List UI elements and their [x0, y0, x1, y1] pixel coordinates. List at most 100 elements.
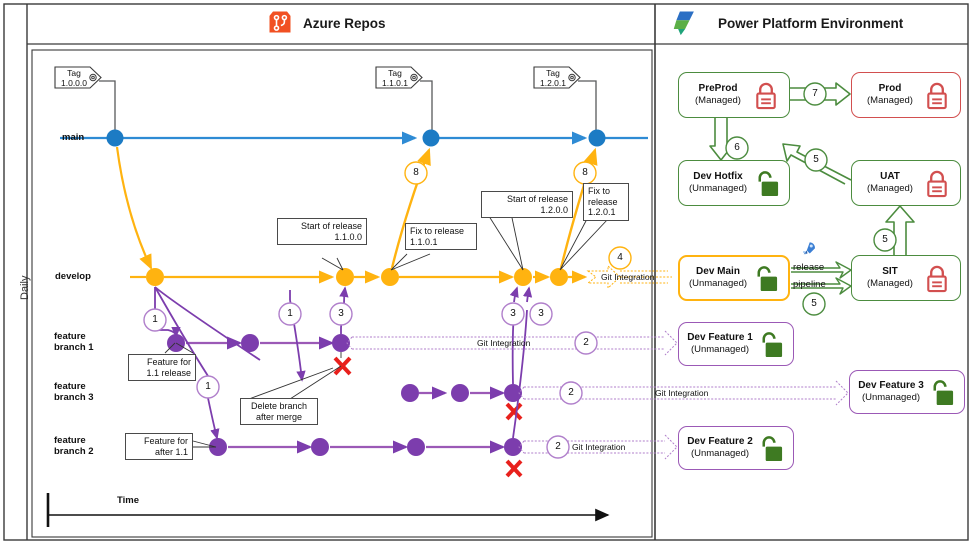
step-feature2-git-integration: 2: [555, 441, 561, 452]
develop-commit-node: [146, 268, 164, 286]
callout-fix-release-1201: Fix to release 1.2.0.1: [583, 183, 629, 221]
callout-feature-for-11-release: Feature for 1.1 release: [128, 354, 196, 382]
env-box-dev-feature-2[interactable]: Dev Feature 2(Unmanaged): [678, 426, 794, 470]
env-lock: [922, 81, 952, 110]
azure-repos-icon: [266, 8, 294, 36]
rocket-icon: [800, 240, 818, 258]
env-text: PreProd(Managed): [679, 83, 751, 107]
feature2-commit-node: [311, 438, 329, 456]
branch-label-feature3-line2: branch 3: [54, 392, 94, 404]
git-integration-label-feature3: Git Integration: [655, 388, 709, 398]
develop-release-1100-node: [336, 268, 354, 286]
locked-lock-icon: [927, 82, 947, 109]
callout-start-release-1200: Start of release 1.2.0.0: [481, 191, 573, 219]
git-integration-label-feature2: Git Integration: [572, 442, 626, 452]
release-pipeline-line1: release: [793, 262, 825, 273]
branch-label-feature2-line2: branch 2: [54, 446, 94, 458]
axis-label-time: Time: [117, 495, 140, 506]
env-name: Prod: [878, 82, 902, 94]
step-feature3-to-develop: 3: [510, 308, 516, 319]
env-text: Dev Feature 1(Unmanaged): [679, 332, 755, 356]
tag-1-2-0-1: Tag 1.2.0.1: [534, 66, 572, 88]
env-lock: [755, 434, 785, 463]
callout-line1: Start of release: [300, 221, 362, 231]
env-state: (Managed): [867, 278, 913, 290]
feature2-commit-node: [209, 438, 227, 456]
feature3-commit-node: [401, 384, 419, 402]
env-state: (Managed): [867, 95, 913, 107]
env-name: Dev Hotfix: [693, 170, 743, 182]
branch-label-feature1-line1: feature: [54, 331, 86, 342]
callout-line1: Fix to: [588, 186, 611, 196]
step-feature2-to-develop: 3: [538, 308, 544, 319]
branch-label-feature2: feature branch 2: [54, 435, 94, 458]
callout-line1: Feature for: [146, 357, 191, 367]
env-lock: [751, 81, 781, 110]
branch-label-develop: develop: [55, 271, 91, 282]
callout-line2: after merge: [255, 411, 303, 422]
main-commit-node: [106, 129, 124, 147]
env-box-preprod[interactable]: PreProd(Managed): [678, 72, 790, 118]
branch-label-feature3: feature branch 3: [54, 381, 94, 404]
tag-1-0-0-0: Tag 1.0.0.0: [55, 66, 93, 88]
panel-title-power-platform: Power Platform Environment: [718, 16, 904, 31]
step-develop-to-main-a: 8: [413, 167, 419, 178]
callout-line1: Delete branch: [250, 401, 308, 411]
main-commit-node: [588, 129, 606, 147]
callout-line2: 1.1.0.0: [334, 231, 362, 242]
callout-start-release-1100: Start of release 1.1.0.0: [277, 218, 367, 246]
tag-label: Tag: [388, 68, 402, 78]
unlocked-lock-icon: [761, 435, 782, 461]
tag-label: Tag: [546, 68, 560, 78]
git-integration-label-feature1: Git Integration: [477, 338, 531, 348]
unlocked-lock-icon: [757, 170, 778, 196]
develop-fix-1201-node: [550, 268, 568, 286]
feature3-merge-node: [504, 384, 522, 402]
tag-value: 1.0.0.0: [61, 77, 87, 88]
develop-fix-1101-node: [381, 268, 399, 286]
env-name: Dev Feature 1: [687, 331, 753, 343]
callout-line2: 1.1.0.1: [410, 236, 438, 247]
env-box-dev-hotfix[interactable]: Dev Hotfix(Unmanaged): [678, 160, 790, 206]
git-integration-label-develop: Git Integration: [601, 272, 655, 282]
axis-label-daily: Daily: [19, 275, 31, 300]
env-state: (Unmanaged): [861, 392, 921, 404]
env-name: Dev Feature 2: [687, 435, 753, 447]
callout-delete-branch-after-merge: Delete branch after merge: [240, 398, 318, 426]
env-box-dev-main[interactable]: Dev Main(Unmanaged): [678, 255, 790, 301]
step-feature1-git-integration: 2: [583, 337, 589, 348]
env-state: (Unmanaged): [688, 278, 748, 290]
env-state: (Unmanaged): [690, 448, 750, 460]
env-lock: [926, 378, 956, 407]
tag-1-1-0-1: Tag 1.1.0.1: [376, 66, 414, 88]
release-pipeline-line2: pipeline: [793, 279, 826, 290]
step-develop-to-feature1: 1: [152, 314, 158, 325]
env-state: (Managed): [695, 95, 741, 107]
step-preprod-to-prod: 7: [812, 88, 818, 99]
env-box-sit[interactable]: SIT(Managed): [851, 255, 961, 301]
env-name: Dev Feature 3: [858, 379, 924, 391]
env-text: Dev Hotfix(Unmanaged): [679, 171, 751, 195]
env-box-prod[interactable]: Prod(Managed): [851, 72, 961, 118]
step-preprod-to-devhotfix: 6: [734, 142, 740, 153]
main-commit-node: [422, 129, 440, 147]
tag-value: 1.1.0.1: [382, 77, 408, 88]
env-lock: [755, 330, 785, 359]
env-box-dev-feature-3[interactable]: Dev Feature 3(Unmanaged): [849, 370, 965, 414]
env-box-uat[interactable]: UAT(Managed): [851, 160, 961, 206]
locked-lock-icon: [756, 82, 776, 109]
env-lock: [922, 264, 952, 293]
env-state: (Managed): [867, 183, 913, 195]
branch-label-main: main: [62, 132, 85, 143]
power-platform-icon: [672, 8, 700, 36]
callout-line2: release: [588, 196, 618, 207]
feature2-commit-node: [407, 438, 425, 456]
callout-feature-for-after-11: Feature for after 1.1: [125, 433, 193, 461]
step-sit-to-uat: 5: [882, 234, 888, 245]
unlocked-lock-icon: [756, 265, 777, 291]
feature1-commit-node: [241, 334, 259, 352]
branch-label-feature1: feature branch 1: [54, 331, 94, 354]
env-box-dev-feature-1[interactable]: Dev Feature 1(Unmanaged): [678, 322, 794, 366]
env-name: UAT: [880, 170, 900, 182]
